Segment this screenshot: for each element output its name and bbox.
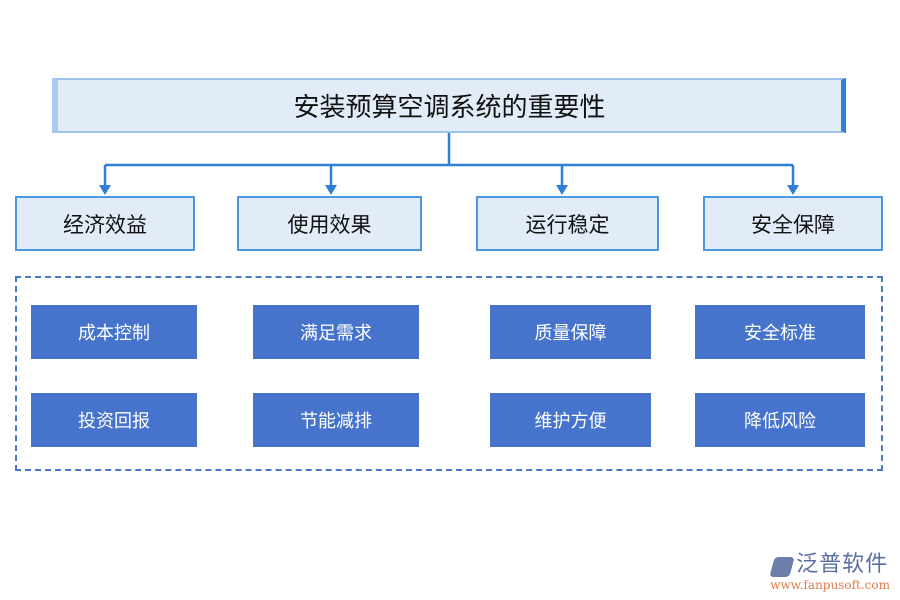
- item-box: 满足需求: [253, 305, 419, 359]
- item-box: 质量保障: [490, 305, 651, 359]
- arrow-head-3: [556, 185, 568, 195]
- watermark-url: www.fanpusoft.com: [770, 578, 890, 592]
- item-box: 节能减排: [253, 393, 419, 447]
- watermark-brand: 泛普软件: [796, 552, 889, 577]
- category-stability: 运行稳定: [476, 196, 659, 251]
- watermark-logo: 泛普软件 www.fanpusoft.com: [769, 546, 890, 592]
- item-box: 投资回报: [31, 393, 197, 447]
- arrow-head-2: [325, 185, 337, 195]
- diagram-title: 安装预算空调系统的重要性: [52, 78, 846, 133]
- item-box: 安全标准: [695, 305, 865, 359]
- item-box: 成本控制: [31, 305, 197, 359]
- arrow-head-1: [99, 185, 111, 195]
- item-box: 维护方便: [490, 393, 651, 447]
- category-safety: 安全保障: [703, 196, 883, 251]
- item-box: 降低风险: [695, 393, 865, 447]
- details-container: [15, 276, 883, 471]
- arrow-head-4: [787, 185, 799, 195]
- category-usage: 使用效果: [237, 196, 422, 251]
- brand-logo-icon: [769, 556, 795, 577]
- category-economic: 经济效益: [15, 196, 195, 251]
